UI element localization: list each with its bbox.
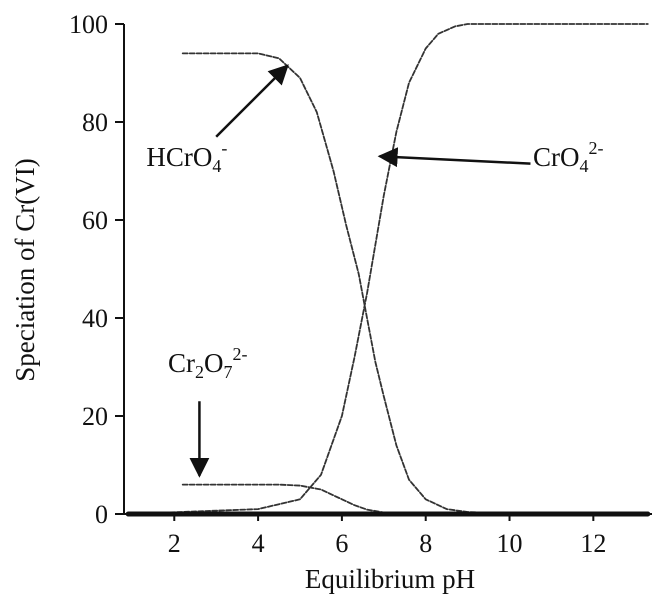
- y-tick-label-100: 100: [69, 10, 108, 39]
- y-tick-label-20: 20: [82, 402, 108, 431]
- annotation-label-hcro4: HCrO4-: [146, 138, 227, 176]
- series-line-cro4: [127, 23, 649, 515]
- y-tick-label-60: 60: [82, 206, 108, 235]
- annotation-label-cr2o7: Cr2O72-: [168, 344, 247, 382]
- x-tick-label-4: 4: [252, 529, 265, 558]
- y-tick-label-80: 80: [82, 108, 108, 137]
- plot-area: 0 20 40 60 80 100 2 4 6 8 10 12: [69, 10, 652, 558]
- curves-group: [125, 23, 651, 517]
- y-tick-label-40: 40: [82, 304, 108, 333]
- x-axis-title: Equilibrium pH: [305, 564, 475, 594]
- x-tick-label-8: 8: [419, 529, 432, 558]
- annotation-label-cro4: CrO42-: [533, 138, 604, 176]
- annotations-group: HCrO4- CrO42- Cr2O72-: [146, 64, 604, 478]
- annotation-arrow-hcro4: [215, 64, 289, 138]
- y-tick-label-0: 0: [95, 500, 108, 529]
- x-tick-label-6: 6: [335, 529, 348, 558]
- y-axis-title: Speciation of Cr(VI): [10, 158, 40, 381]
- x-tick-label-2: 2: [168, 529, 181, 558]
- series-line-hcro4: [181, 52, 649, 515]
- x-tick-label-10: 10: [497, 529, 523, 558]
- annotation-arrow-cro4: [377, 147, 531, 168]
- x-tick-label-12: 12: [580, 529, 606, 558]
